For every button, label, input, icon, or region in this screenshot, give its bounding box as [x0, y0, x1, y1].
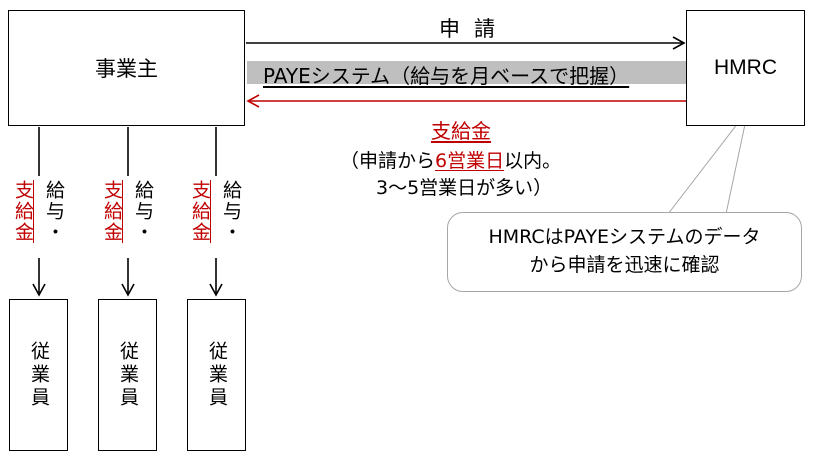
branch-subsidy-label: 支給金: [189, 180, 211, 243]
timing-note-suffix: 以内。: [504, 150, 562, 172]
branch-salary-label: 給与・: [43, 180, 65, 243]
timing-note-highlight: 6営業日: [435, 150, 505, 172]
employee-label: 従業員: [28, 340, 50, 410]
branch-subsidy-label: 支給金: [12, 180, 34, 243]
employee-box: 従業員: [9, 299, 68, 451]
employee-label: 従業員: [206, 340, 228, 410]
apply-arrowhead: [672, 36, 686, 50]
branch-arrowhead-1: [32, 283, 46, 297]
subsidy-arrowhead: [246, 94, 260, 108]
timing-note-line1: （申請から6営業日以内。: [340, 146, 561, 173]
paye-band: [247, 61, 686, 84]
employer-label: 事業主: [95, 57, 158, 81]
timing-note-prefix: （申請から: [340, 150, 436, 172]
employee-label: 従業員: [117, 340, 139, 410]
hmrc-callout: HMRCはPAYEシステムのデータ から申請を迅速に確認: [447, 212, 802, 292]
hmrc-label: HMRC: [714, 56, 777, 79]
employee-box: 従業員: [98, 299, 157, 451]
employer-box: 事業主: [8, 10, 245, 126]
timing-note-line2: 3〜5営業日が多い）: [376, 177, 553, 199]
callout-line2: から申請を迅速に確認: [529, 254, 720, 276]
hmrc-box: HMRC: [686, 10, 805, 126]
branch-salary-label: 給与・: [132, 180, 154, 243]
branch-arrowhead-2: [121, 283, 135, 297]
branch-subsidy-label: 支給金: [101, 180, 123, 243]
paye-label: PAYEシステム（給与を月ベースで把握）: [263, 64, 630, 88]
apply-label: 申請: [439, 17, 509, 41]
branch-salary-label: 給与・: [220, 180, 242, 243]
subsidy-label: 支給金: [431, 119, 491, 143]
callout-line1: HMRCはPAYEシステムのデータ: [488, 226, 761, 249]
employee-box: 従業員: [187, 299, 246, 451]
branch-arrowhead-3: [209, 283, 223, 297]
